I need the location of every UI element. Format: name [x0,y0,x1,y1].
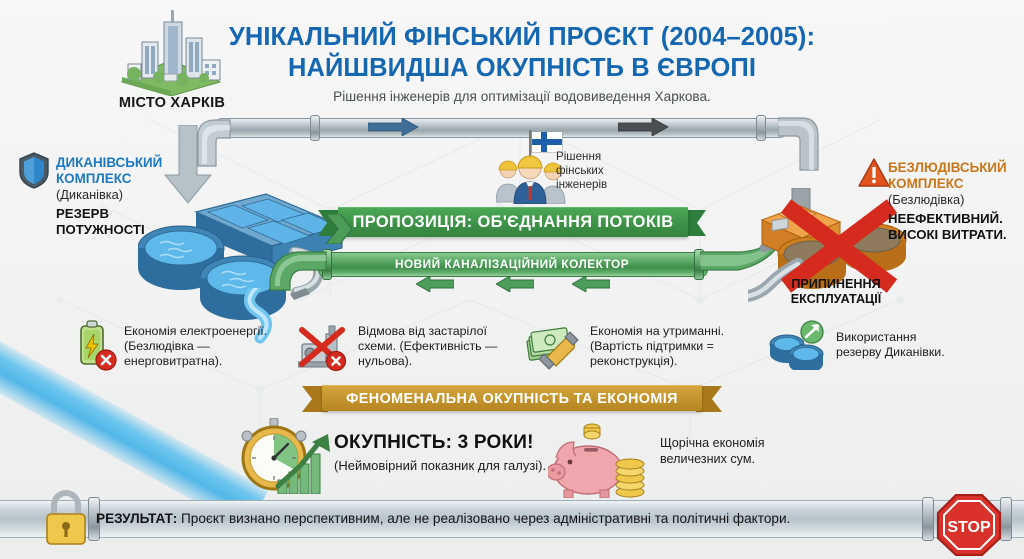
piggy-note: Щорічна економія величезних сум. [660,436,810,467]
dykanivka-title-line-2: КОМПЛЕКС [56,170,132,186]
benefit-4-text: Використання резерву Диканівки. [836,330,1016,360]
result-label: РЕЗУЛЬТАТ: [96,511,178,526]
pipe-elbow-left [197,119,231,167]
bezlyudivka-status-line-2: ВИСОКІ ВИТРАТИ. [888,226,1007,242]
pipe-collar [310,115,320,141]
shutdown-line-1: ПРИПИНЕННЯ [791,277,881,291]
shield-icon [19,152,49,189]
collector-flow-arrow-left [496,276,534,292]
benefit-4-line-1: Використання [836,330,917,344]
arrow-down-dykanivka [163,125,213,204]
title-line-2: НАЙШВИДША ОКУПНІСТЬ В ЄВРОПІ [287,54,757,82]
new-collector-pipe [318,252,708,277]
piggy-bank-icon [548,423,645,498]
benefit-3-line-3: реконструкція). [590,354,678,369]
dykanivka-status-line-2: ПОТУЖНОСТІ [56,221,145,237]
collector-banner: НОВИЙ КАНАЛІЗАЦІЙНИЙ КОЛЕКТОР [394,256,630,271]
piggy-note-line-2: величезних сум. [660,451,755,466]
flow-arrow-right [618,118,669,136]
result-bar-collar [922,497,934,541]
padlock-icon [46,490,86,545]
benefit-3-line-2: (Вартість підтримки = [590,339,714,354]
benefit-3-text: Економія на утриманні. (Вартість підтрим… [590,324,782,370]
payback-banner: ФЕНОМЕНАЛЬНА ОКУПНІСТЬ ТА ЕКОНОМІЯ [322,385,702,411]
bezlyudivka-title-line-2: КОМПЛЕКС [888,175,964,191]
collector-elbow-left [269,251,327,291]
stop-sign-icon: STOP [936,494,1002,556]
benefit-4-line-2: резерву Диканівки. [836,345,945,360]
engineers-note-line-2: фінських [556,164,604,177]
benefit-2-line-3: нульова). [358,354,413,369]
shutdown-line-2: ЕКСПЛУАТАЦІЇ [790,291,882,306]
dykanivka-facility-icon [138,193,344,320]
bezlyudivka-status: НЕЕФЕКТИВНИЙ. ВИСОКІ ВИТРАТИ. [888,211,1024,242]
benefit-1-line-3: енерговитратна). [124,354,223,369]
city-label: МІСТО ХАРКІВ [118,95,226,111]
collector-flow-arrow-left [416,276,454,292]
water-outflow-icon [244,288,272,344]
benefit-1-text: Економія електроенергії. (Безлюдівка — е… [124,324,304,370]
bezlyudivka-status-line-1: НЕЕФЕКТИВНИЙ. [888,211,1003,226]
engineers-note-line-1: Рішення [556,150,602,163]
result-bar [0,500,1024,538]
proposal-banner: ПРОПОЗИЦІЯ: ОБ'ЄДНАННЯ ПОТОКІВ [338,207,688,237]
payback-sub: (Неймовірний показник для галузі). [334,458,547,473]
piggy-note-line-1: Щорічна економія [660,436,765,450]
pipe-elbow-right [778,117,819,171]
stopwatch-growth-icon [241,418,330,494]
title-line-1: УНІКАЛЬНИЙ ФІНСЬКИЙ ПРОЄКТ (2004–2005): [228,23,816,51]
flow-arrow-right [368,118,419,136]
page-subtitle: Рішення інженерів для оптимізації водови… [333,89,711,104]
bezlyudivka-shutdown-label: ПРИПИНЕННЯ ЕКСПЛУАТАЦІЇ [776,277,896,307]
benefit-1-line-2: (Безлюдівка — [124,339,210,354]
dykanivka-status-line-1: РЕЗЕРВ [56,206,109,221]
warning-triangle-icon [858,158,890,187]
result-body: Проєкт визнано перспективним, але не реа… [177,511,791,526]
dykanivka-status: РЕЗЕРВ ПОТУЖНОСТІ [56,206,176,237]
engineers-note-line-3: інженерів [556,178,608,191]
result-bar-collar [88,497,100,541]
city-skyline-icon [120,10,222,96]
benefit-3-line-1: Економія на утриманні. [590,324,725,338]
bezlyudivka-subtitle: (Безлюдівка) [888,192,965,207]
benefit-1-line-1: Економія електроенергії. [124,324,268,338]
battery-cross-icon [80,320,117,371]
payback-headline: ОКУПНІСТЬ: 3 РОКИ! [334,432,534,453]
collector-flow-arrow-left [572,276,610,292]
page-title: УНІКАЛЬНИЙ ФІНСЬКИЙ ПРОЄКТ (2004–2005): … [222,22,822,84]
merge-chevron-icon [326,214,352,244]
dykanivka-title-line-1: ДИКАНІВСЬКИЙ [56,155,163,170]
benefit-2-text: Відмова від застарілої схеми. (Ефективні… [358,324,548,370]
result-text: РЕЗУЛЬТАТ: Проєкт визнано перспективним,… [96,511,916,527]
tanks-recycle-icon [769,320,824,370]
bezlyudivka-title: БЕЗЛЮДІВСЬКИЙ КОМПЛЕКС [888,160,1024,191]
dykanivka-title: ДИКАНІВСЬКИЙ КОМПЛЕКС [56,155,186,186]
dykanivka-subtitle: (Диканівка) [56,187,124,202]
red-cross-icon [780,199,898,293]
payback-ribbon-shape [302,386,722,412]
machine-cross-icon [298,325,347,372]
stop-sign-label: STOP [947,519,991,536]
engineers-note: Рішення фінських інженерів [556,150,636,192]
engineers-group-icon [496,130,566,204]
benefit-2-line-2: схеми. (Ефективність — [358,339,498,354]
pipe-collar [756,115,766,141]
benefit-2-line-1: Відмова від застарілої [358,324,487,338]
bezlyudivka-title-line-1: БЕЗЛЮДІВСЬКИЙ [888,160,1007,175]
money-wrench-icon [526,327,579,370]
